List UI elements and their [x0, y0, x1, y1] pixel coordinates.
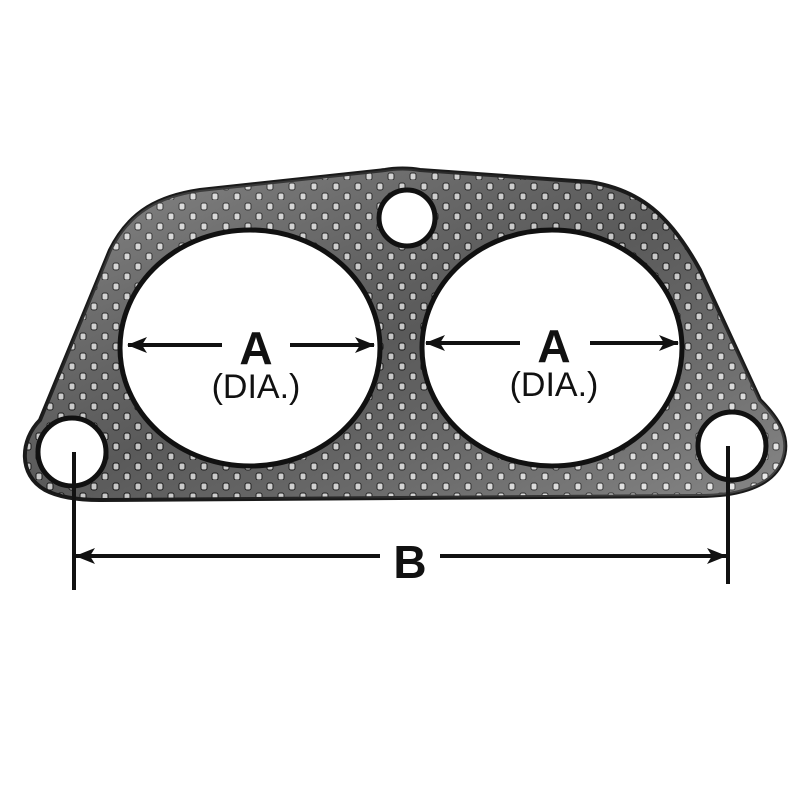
- dimension-a-right: A (DIA.): [425, 320, 679, 404]
- dimension-a-right-sublabel: (DIA.): [510, 366, 599, 404]
- dimension-a-left-label: A: [239, 322, 272, 374]
- dimension-b-label: B: [393, 536, 426, 588]
- right-port: [419, 227, 685, 469]
- top-bolt-hole: [376, 187, 438, 249]
- right-bolt-hole: [695, 409, 769, 483]
- dimension-a-right-label: A: [537, 320, 570, 372]
- dimension-a-left: A (DIA.): [127, 322, 375, 406]
- dimension-a-left-sublabel: (DIA.): [212, 368, 301, 406]
- left-port: [117, 227, 383, 469]
- dimension-b: B: [72, 446, 730, 590]
